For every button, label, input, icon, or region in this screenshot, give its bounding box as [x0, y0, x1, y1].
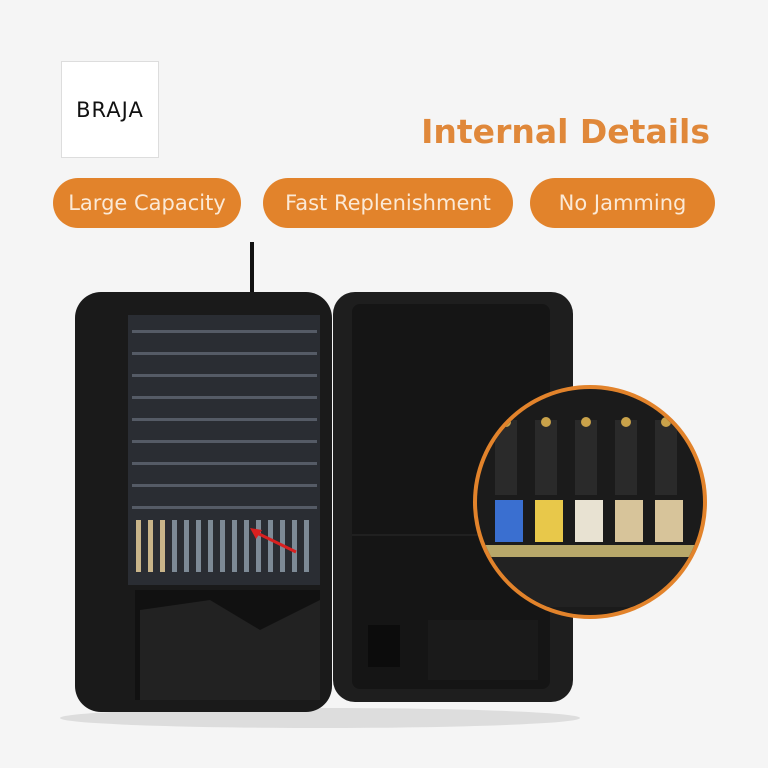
shelf-rail [132, 506, 317, 509]
shelf-rail [132, 418, 317, 421]
shelf-rail [132, 484, 317, 487]
shelf-rail [132, 352, 317, 355]
screw [541, 417, 551, 427]
antenna [250, 242, 254, 298]
channel-arm [615, 420, 637, 495]
channel-arm [655, 420, 677, 495]
product-item [535, 500, 563, 542]
dispenser-slot [208, 520, 213, 572]
shelf-rail [132, 396, 317, 399]
feature-badge-no-jamming: No Jamming [530, 178, 715, 228]
dispenser-slot [220, 520, 225, 572]
dispenser-slot [244, 520, 249, 572]
brand-logo: BRAJA [61, 61, 159, 158]
feature-badge-fast-replenishment: Fast Replenishment [263, 178, 513, 228]
detail-inset-circle [473, 385, 707, 619]
dispenser-slot [304, 520, 309, 572]
product-item [575, 500, 603, 542]
dispenser-slot [172, 520, 177, 572]
shelf-rail [132, 462, 317, 465]
cabinet-door [333, 292, 573, 702]
page-title: Internal Details [421, 112, 710, 151]
shelf-rail [132, 374, 317, 377]
dispenser-slot [148, 520, 153, 572]
shelf-rail [132, 330, 317, 333]
dispenser-slot [268, 520, 273, 572]
channel-arm [535, 420, 557, 495]
cabinet-body [75, 292, 332, 712]
dispenser-slot [232, 520, 237, 572]
product-item [655, 500, 683, 542]
dispenser-slot [256, 520, 261, 572]
shadow [60, 708, 580, 728]
red-arrow [254, 530, 297, 554]
channel-arm [575, 420, 597, 495]
channel-arm [495, 420, 517, 495]
dispenser-slot [160, 520, 165, 572]
feature-badge-large-capacity: Large Capacity [53, 178, 241, 228]
dispenser-slot [196, 520, 201, 572]
product-item [495, 500, 523, 542]
dispenser-slot [292, 520, 297, 572]
brand-logo-text: BRAJA [76, 97, 144, 122]
dispenser-slot [184, 520, 189, 572]
screw [621, 417, 631, 427]
shelf-rail [132, 440, 317, 443]
dispenser-slot [136, 520, 141, 572]
product-item [615, 500, 643, 542]
screw [581, 417, 591, 427]
